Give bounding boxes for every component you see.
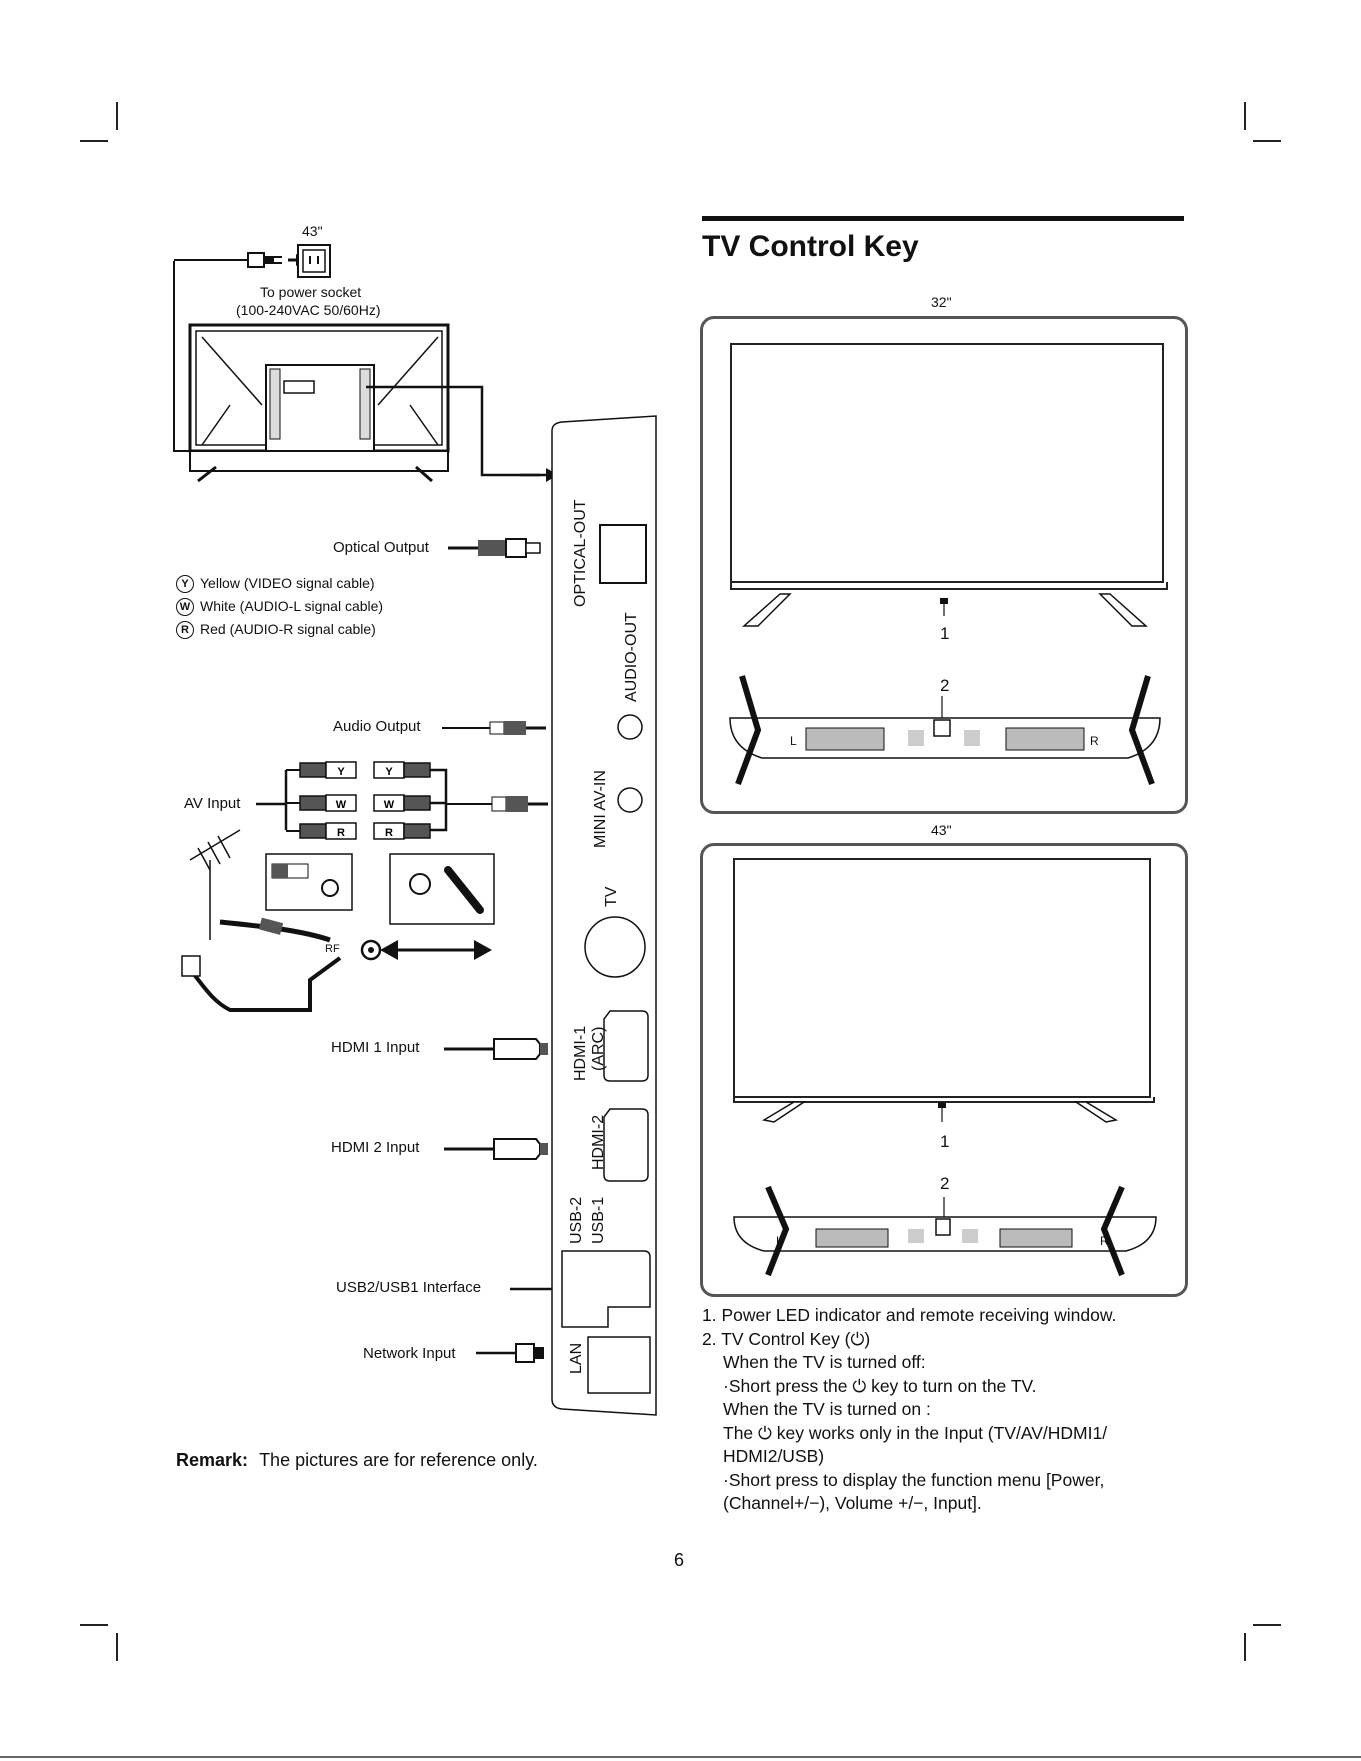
- svg-text:R: R: [337, 827, 345, 839]
- svg-text:W: W: [336, 799, 347, 811]
- instruction-line: ·Short press the ⏻ key to turn on the TV…: [723, 1375, 1037, 1396]
- usb-line-icon: [510, 1287, 558, 1291]
- legend-item-white: W White (AUDIO-L signal cable): [176, 595, 383, 618]
- panel-label-arc: (ARC): [590, 1026, 607, 1071]
- instruction-line: 2. TV Control Key (⏻): [702, 1328, 871, 1349]
- legend-item-red: R Red (AUDIO-R signal cable): [176, 618, 383, 641]
- tv-back-illustration: [173, 261, 540, 483]
- crop-mark: [1253, 140, 1281, 142]
- crop-mark: [1253, 1624, 1281, 1626]
- audio-output-label: Audio Output: [333, 718, 421, 735]
- y-circle-icon: Y: [176, 574, 194, 593]
- svg-text:Y: Y: [385, 766, 393, 778]
- remark: Remark: The pictures are for reference o…: [176, 1450, 538, 1471]
- tv-43-stands: [761, 1101, 1119, 1123]
- instruction-line: When the TV is turned off:: [723, 1352, 926, 1372]
- instruction-line: When the TV is turned on :: [723, 1399, 931, 1419]
- instruction-line: (Channel+/−), Volume +/−, Input].: [723, 1493, 982, 1513]
- tv-43-callout-1: 1: [940, 1132, 950, 1151]
- tv-32-callout-2: 2: [940, 676, 950, 695]
- panel-label-lan: LAN: [568, 1342, 585, 1374]
- crop-mark: [116, 102, 118, 130]
- crop-mark: [80, 140, 108, 142]
- rf-label: RF: [325, 943, 340, 955]
- svg-text:R: R: [385, 827, 393, 839]
- network-input-label: Network Input: [363, 1345, 456, 1362]
- panel-label-hdmi2: HDMI-2: [590, 1114, 607, 1170]
- size-label-32: 32": [931, 294, 952, 310]
- remark-text: The pictures are for reference only.: [259, 1450, 538, 1470]
- svg-text:Y: Y: [337, 766, 345, 778]
- instructions: 1. Power LED indicator and remote receiv…: [702, 1304, 1116, 1516]
- hdmi2-input-label: HDMI 2 Input: [331, 1139, 420, 1156]
- crop-mark: [116, 1633, 118, 1661]
- tv-43-callout-2: 2: [940, 1174, 950, 1193]
- lan-cable-icon: [476, 1343, 544, 1363]
- tv-32-stand-label-r: R: [1090, 734, 1099, 748]
- optical-cable-icon: [448, 538, 541, 558]
- panel-label-tv: TV: [603, 886, 620, 907]
- bottom-edge: [0, 1756, 1361, 1758]
- tv-43-screen: [733, 858, 1151, 1098]
- legend-text: Yellow (VIDEO signal cable): [200, 575, 375, 591]
- title-rule: [702, 216, 1184, 221]
- instruction-line: The ⏻ key works only in the Input (TV/AV…: [723, 1422, 1108, 1443]
- connector-panel: [551, 415, 657, 1416]
- legend-item-yellow: Y Yellow (VIDEO signal cable): [176, 572, 383, 595]
- panel-label-usb2: USB-2: [568, 1196, 585, 1244]
- page-title: TV Control Key: [702, 230, 919, 263]
- legend-text: Red (AUDIO-R signal cable): [200, 621, 376, 637]
- tv-43-stand-label-r: R: [1100, 1234, 1109, 1248]
- size-label-43-left: 43": [302, 223, 323, 239]
- hdmi1-cable-icon: [444, 1038, 548, 1060]
- antenna-rf-illustration: [181, 829, 495, 1012]
- legend-text: White (AUDIO-L signal cable): [200, 598, 384, 614]
- w-circle-icon: W: [176, 597, 194, 616]
- power-socket-label: To power socket: [260, 284, 362, 300]
- page-number: 6: [674, 1550, 685, 1570]
- panel-label-mini-av-in: MINI AV-IN: [592, 770, 609, 848]
- panel-label-hdmi1: HDMI-1: [572, 1025, 589, 1081]
- cable-legend: Y Yellow (VIDEO signal cable) W White (A…: [176, 572, 383, 641]
- tv-32-bezel: [730, 582, 1168, 590]
- panel-label-audio-out: AUDIO-OUT: [623, 612, 640, 702]
- tv-32-callout-1: 1: [940, 624, 950, 643]
- tv-32-stand-label-l: L: [790, 734, 797, 748]
- instruction-line: HDMI2/USB): [723, 1446, 825, 1466]
- crop-mark: [1244, 102, 1246, 130]
- r-circle-icon: R: [176, 620, 194, 639]
- instruction-line: 1. Power LED indicator and remote receiv…: [702, 1305, 1117, 1325]
- tv-43-stand-label-l: L: [776, 1234, 783, 1248]
- tv-43-bottom-view: [733, 1185, 1157, 1277]
- panel-label-usb1: USB-1: [590, 1196, 607, 1244]
- av-cables-icon: Y W R Y W R: [256, 761, 548, 840]
- optical-output-label: Optical Output: [333, 539, 429, 556]
- crop-mark: [1244, 1633, 1246, 1661]
- crop-mark: [80, 1624, 108, 1626]
- tv-32-screen: [730, 343, 1164, 583]
- panel-label-optical-out: OPTICAL-OUT: [572, 499, 589, 607]
- instruction-line: ·Short press to display the function men…: [723, 1469, 1105, 1490]
- size-label-43-right: 43": [931, 822, 952, 838]
- audio-cable-icon: [442, 721, 546, 735]
- av-input-label: AV Input: [184, 795, 241, 812]
- remark-label: Remark:: [176, 1450, 249, 1470]
- tv-32-stands: [742, 593, 1148, 627]
- power-spec-label: (100-240VAC 50/60Hz): [236, 302, 381, 318]
- hdmi2-cable-icon: [444, 1138, 548, 1160]
- power-socket-icon: [297, 244, 331, 278]
- power-plug-icon: [174, 252, 306, 268]
- usb-interface-label: USB2/USB1 Interface: [336, 1279, 482, 1296]
- tv-32-bottom-view: [729, 675, 1161, 786]
- svg-text:W: W: [384, 799, 395, 811]
- hdmi1-input-label: HDMI 1 Input: [331, 1039, 420, 1056]
